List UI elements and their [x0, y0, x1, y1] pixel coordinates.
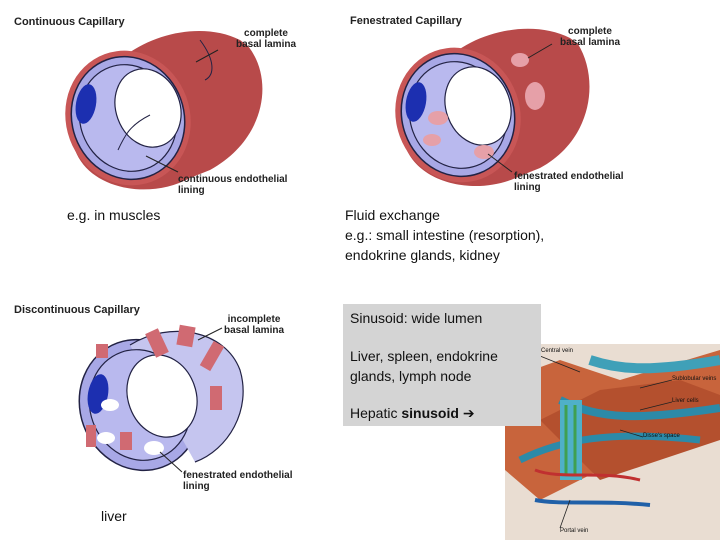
hepatic-prefix: Hepatic [350, 405, 402, 421]
fenestrated-title: Fenestrated Capillary [350, 15, 462, 27]
liver-cells-label: Liver cells [672, 398, 699, 404]
portal-vein-label: Portal vein [560, 528, 589, 534]
continuous-title: Continuous Capillary [14, 16, 125, 28]
discontinuous-caption: liver [101, 508, 127, 524]
arrow-right-icon: ➔ [462, 405, 475, 421]
sinusoid-info-box: Sinusoid: wide lumen Liver, spleen, endo… [343, 304, 541, 426]
hepatic-sinusoid-line: Hepatic sinusoid ➔ [350, 403, 475, 423]
continuous-caption: e.g. in muscles [67, 207, 161, 223]
central-vein-label: Central vein [541, 348, 574, 354]
hepatic-bold: sinusoid [401, 405, 459, 421]
disse-space-label: Disse's space [643, 433, 680, 439]
discontinuous-title: Discontinuous Capillary [14, 304, 140, 316]
fenestrated-caption: Fluid exchange e.g.: small intestine (re… [345, 207, 545, 263]
sinusoid-heading: Sinusoid: wide lumen [350, 310, 483, 326]
sublobular-veins-label: Sublobular veins [672, 376, 717, 382]
sinusoid-line-1: Liver, spleen, endokrine [350, 348, 498, 364]
sinusoid-line-2: glands, lymph node [350, 368, 472, 384]
